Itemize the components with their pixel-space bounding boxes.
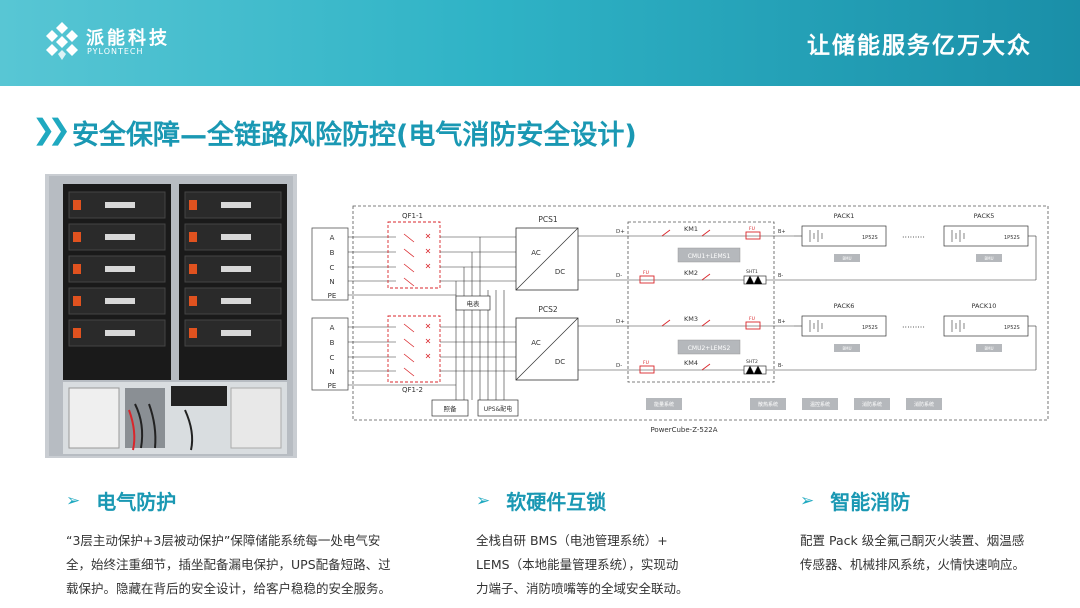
pack6-label: PACK6 <box>834 302 855 310</box>
pack-dots-1: ········· <box>902 233 925 242</box>
feature-title: 软硬件互锁 <box>506 490 607 514</box>
system-box-4: 消防系统 <box>862 401 882 408</box>
contactor-km4-label: KM4 <box>684 359 698 367</box>
phase-n-bottom: N <box>329 368 334 376</box>
batt-minus-1: B- <box>778 273 783 279</box>
header-banner: 派能科技 PYLONTECH 让储能服务亿万大众 <box>0 0 1080 86</box>
phase-c-bottom: C <box>330 354 335 362</box>
phase-b-top: B <box>330 249 335 257</box>
diagram-footer: PowerCube-Z-522A <box>650 426 717 434</box>
feature-body: 全栈自研 BMS（电池管理系统）+ LEMS（本地能量管理系统），实现动 力端子… <box>476 533 689 596</box>
dc-minus-2: D- <box>616 363 622 369</box>
phase-a-bottom: A <box>330 324 335 332</box>
feature-body: 配置 Pack 级全氟己酮灭火装置、烟温感 传感器、机械排风系统，火情快速响应。 <box>800 533 1026 572</box>
shunt-sht2-label: SHT2 <box>746 359 758 365</box>
pack1-cell-label: 1P52S <box>862 235 878 241</box>
dc-plus-2: D+ <box>616 319 625 325</box>
bmu-label-3: BMU <box>842 346 851 351</box>
meter-label: 电表 <box>467 299 481 308</box>
feature-smart-fire: ➢ 智能消防 配置 Pack 级全氟己酮灭火装置、烟温感 传感器、机械排风系统，… <box>800 486 1060 577</box>
phase-c-top: C <box>330 264 335 272</box>
pcs1-dc-label: DC <box>555 268 565 276</box>
system-box-5: 消防系统 <box>914 401 934 408</box>
slogan: 让储能服务亿万大众 <box>807 33 1032 59</box>
shunt-sht1-label: SHT1 <box>746 269 758 275</box>
pack10-cell-label: 1P52S <box>1004 325 1020 331</box>
pack-dots-2: ········· <box>902 323 925 332</box>
pack5-label: PACK5 <box>974 212 995 220</box>
phase-pe-bottom: PE <box>328 382 337 390</box>
phase-pe-top: PE <box>328 292 337 300</box>
contactor-km1-label: KM1 <box>684 225 698 233</box>
bmu-label-4: BMU <box>984 346 993 351</box>
bmu-label-2: BMU <box>984 256 993 261</box>
pack1-label: PACK1 <box>834 212 855 220</box>
phase-b-bottom: B <box>330 339 335 347</box>
fuse-label-3: FU <box>749 316 755 322</box>
phase-n-top: N <box>329 278 334 286</box>
pcs2-dc-label: DC <box>555 358 565 366</box>
cmu2-label: CMU2+LEMS2 <box>688 345 731 352</box>
fire-box-label: 照备 <box>444 404 458 413</box>
cabinet-photo <box>45 174 297 458</box>
breaker-qf1-2-label: QF1-2 <box>402 386 423 394</box>
pcs2-label: PCS2 <box>538 305 558 314</box>
phase-a-top: A <box>330 234 335 242</box>
batt-plus-1: B+ <box>778 229 786 235</box>
pack10-label: PACK10 <box>972 302 997 310</box>
pylontech-logo-icon <box>46 22 78 60</box>
system-box-3: 温控系统 <box>810 401 830 408</box>
brand-name: 派能科技 <box>86 28 170 49</box>
feature-interlock: ➢ 软硬件互锁 全栈自研 BMS（电池管理系统）+ LEMS（本地能量管理系统）… <box>476 486 716 601</box>
feature-electrical-protection: ➢ 电气防护 “3层主动保护+3层被动保护”保障储能系统每一处电气安 全，始终注… <box>66 486 406 601</box>
ups-box-label: UPS&配电 <box>484 405 513 413</box>
title-chevron-icon: ❯❯ <box>32 113 71 146</box>
pcs2-ac-label: AC <box>531 339 541 347</box>
batt-plus-2: B+ <box>778 319 786 325</box>
pack5-cell-label: 1P52S <box>1004 235 1020 241</box>
feature-body: “3层主动保护+3层被动保护”保障储能系统每一处电气安 全，始终注重细节，插坐配… <box>66 533 392 596</box>
pcs1-ac-label: AC <box>531 249 541 257</box>
arrow-right-icon: ➢ <box>800 490 815 511</box>
fuse-label-2: FU <box>643 270 649 276</box>
dc-minus-1: D- <box>616 273 622 279</box>
contactor-km3-label: KM3 <box>684 315 698 323</box>
electrical-diagram: A B C N PE A B C N PE QF1-1 QF1-2 电表 照备 … <box>311 205 1049 434</box>
fuse-label-4: FU <box>643 360 649 366</box>
system-box-1: 能量系统 <box>654 401 674 408</box>
batt-minus-2: B- <box>778 363 783 369</box>
dc-plus-1: D+ <box>616 229 625 235</box>
arrow-right-icon: ➢ <box>66 490 81 511</box>
feature-title: 智能消防 <box>830 490 911 514</box>
arrow-right-icon: ➢ <box>476 490 491 511</box>
cmu1-label: CMU1+LEMS1 <box>688 253 731 260</box>
pack6-cell-label: 1P52S <box>862 325 878 331</box>
page-title: 安全保障—全链路风险防控(电气消防安全设计) <box>72 120 637 151</box>
fuse-label-1: FU <box>749 226 755 232</box>
brand-name-english: PYLONTECH <box>87 47 144 56</box>
contactor-km2-label: KM2 <box>684 269 698 277</box>
system-box-2: 散热系统 <box>758 401 778 408</box>
breaker-qf1-1-label: QF1-1 <box>402 212 423 220</box>
feature-title: 电气防护 <box>96 490 177 514</box>
pcs1-label: PCS1 <box>538 215 558 224</box>
bmu-label-1: BMU <box>842 256 851 261</box>
